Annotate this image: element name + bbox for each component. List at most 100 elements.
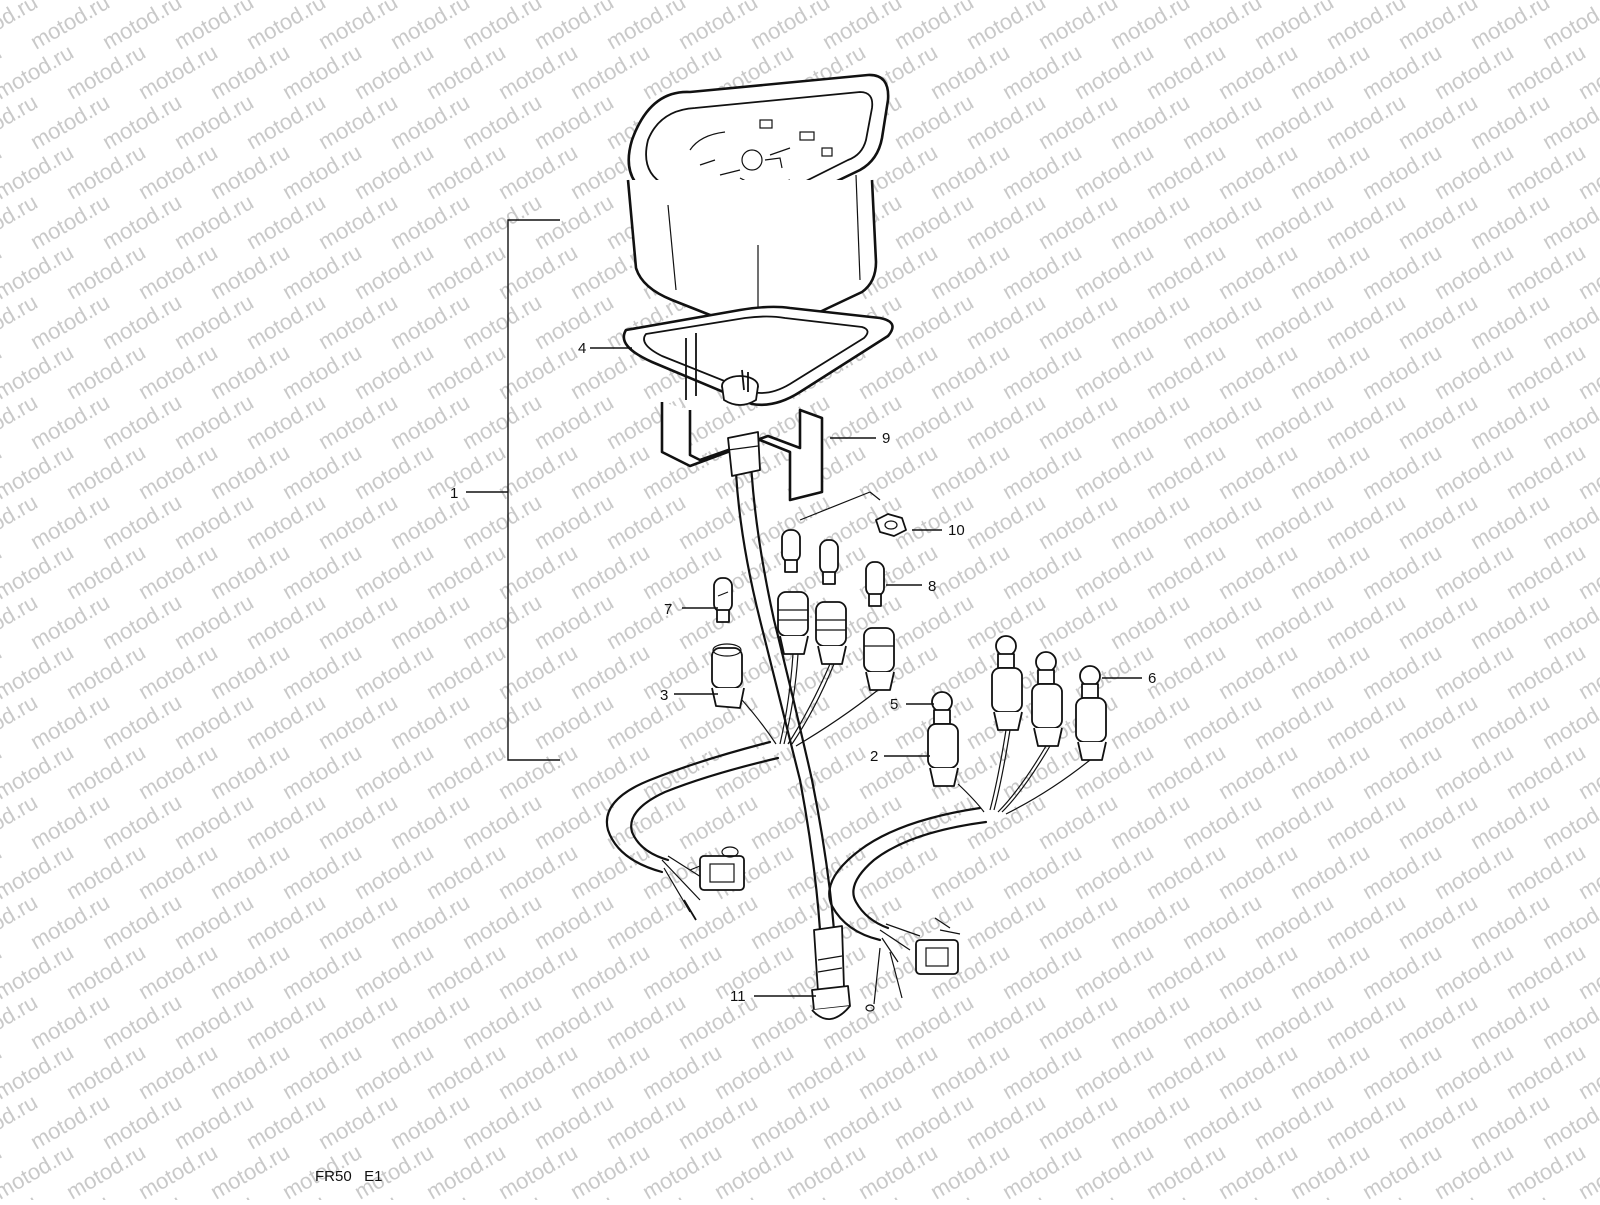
watermark-text: motod.ru — [242, 789, 330, 854]
watermark-text: motod.ru — [926, 39, 1014, 104]
watermark-text: motod.ru — [1322, 789, 1410, 854]
watermark-text: motod.ru — [674, 489, 762, 554]
watermark-text: motod.ru — [1214, 139, 1302, 204]
watermark-text: motod.ru — [62, 739, 150, 804]
watermark-text: motod.ru — [1574, 0, 1600, 4]
watermark-text: motod.ru — [1358, 1039, 1446, 1104]
watermark-text: motod.ru — [530, 889, 618, 954]
watermark-text: motod.ru — [1466, 889, 1554, 954]
watermark-text: motod.ru — [242, 989, 330, 1054]
watermark-text: motod.ru — [350, 139, 438, 204]
watermark-text: motod.ru — [206, 239, 294, 304]
watermark-text: motod.ru — [422, 39, 510, 104]
speedometer-cable — [727, 431, 851, 1020]
watermark-text: motod.ru — [1070, 439, 1158, 504]
watermark-text: motod.ru — [1106, 1089, 1194, 1154]
watermark-text: motod.ru — [242, 489, 330, 554]
callout-8: 8 — [928, 578, 936, 595]
watermark-text: motod.ru — [674, 989, 762, 1054]
callout-7: 7 — [664, 601, 672, 618]
socket-e — [1031, 651, 1063, 747]
watermark-text: motod.ru — [1502, 1139, 1590, 1200]
watermark-text: motod.ru — [1466, 789, 1554, 854]
watermark-text: motod.ru — [1070, 1139, 1158, 1200]
watermark-text: motod.ru — [566, 539, 654, 604]
watermark-text: motod.ru — [1466, 589, 1554, 654]
watermark-text: motod.ru — [494, 139, 582, 204]
watermark-text: motod.ru — [1358, 939, 1446, 1004]
watermark-text: motod.ru — [962, 789, 1050, 854]
watermark-text: motod.ru — [26, 1089, 114, 1154]
watermark-text: motod.ru — [1358, 139, 1446, 204]
watermark-text: motod.ru — [1214, 439, 1302, 504]
watermark-text: motod.ru — [926, 539, 1014, 604]
watermark-text: motod.ru — [458, 589, 546, 654]
watermark-text: motod.ru — [1250, 389, 1338, 454]
watermark-text: motod.ru — [494, 339, 582, 404]
watermark-text: motod.ru — [1502, 539, 1590, 604]
watermark-text: motod.ru — [530, 489, 618, 554]
watermark-text: motod.ru — [422, 639, 510, 704]
watermark-text: motod.ru — [170, 689, 258, 754]
watermark-text: motod.ru — [746, 1089, 834, 1154]
nut — [799, 491, 907, 537]
watermark-text: motod.ru — [530, 189, 618, 254]
watermark-text: motod.ru — [1250, 489, 1338, 554]
watermark-text: motod.ru — [530, 289, 618, 354]
socket-c — [863, 627, 895, 691]
watermark-text: motod.ru — [1034, 589, 1122, 654]
watermark-text: motod.ru — [998, 239, 1086, 304]
watermark-text: motod.ru — [638, 939, 726, 1004]
watermark-text: motod.ru — [1250, 989, 1338, 1054]
watermark-text: motod.ru — [1106, 189, 1194, 254]
watermark-text: motod.ru — [1034, 489, 1122, 554]
watermark-text: motod.ru — [350, 939, 438, 1004]
watermark-text: motod.ru — [1322, 689, 1410, 754]
watermark-text: motod.ru — [278, 39, 366, 104]
watermark-text: motod.ru — [1178, 889, 1266, 954]
callout-2: 2 — [870, 748, 878, 765]
watermark-text: motod.ru — [206, 439, 294, 504]
watermark-text: motod.ru — [638, 1039, 726, 1104]
watermark-text: motod.ru — [278, 539, 366, 604]
watermark-text: motod.ru — [134, 939, 222, 1004]
watermark-text: motod.ru — [530, 989, 618, 1054]
harness-left — [605, 740, 780, 921]
watermark-text: motod.ru — [1070, 339, 1158, 404]
watermark-text: motod.ru — [278, 839, 366, 904]
watermark-text: motod.ru — [710, 1139, 798, 1200]
watermark-text: motod.ru — [1250, 89, 1338, 154]
watermark-text: motod.ru — [854, 1139, 942, 1200]
watermark-text: motod.ru — [1358, 339, 1446, 404]
watermark-text: motod.ru — [962, 889, 1050, 954]
watermark-text: motod.ru — [674, 889, 762, 954]
watermark-text: motod.ru — [1070, 939, 1158, 1004]
watermark-text: motod.ru — [206, 539, 294, 604]
watermark-text: motod.ru — [458, 389, 546, 454]
watermark-text: motod.ru — [1214, 239, 1302, 304]
watermark-text: motod.ru — [314, 89, 402, 154]
watermark-text: motod.ru — [386, 89, 474, 154]
watermark-text: motod.ru — [170, 189, 258, 254]
watermark-text: motod.ru — [1142, 839, 1230, 904]
watermark-text: motod.ru — [530, 1089, 618, 1154]
watermark-text: motod.ru — [386, 1089, 474, 1154]
watermark-text: motod.ru — [1106, 789, 1194, 854]
watermark-text: motod.ru — [602, 689, 690, 754]
watermark-text: motod.ru — [998, 339, 1086, 404]
watermark-text: motod.ru — [1106, 89, 1194, 154]
watermark-text: motod.ru — [1394, 1089, 1482, 1154]
watermark-text: motod.ru — [818, 789, 906, 854]
callout-10: 10 — [948, 522, 965, 539]
watermark-text: motod.ru — [62, 839, 150, 904]
watermark-text: motod.ru — [350, 739, 438, 804]
bulb-8a — [781, 529, 801, 573]
watermark-text: motod.ru — [1502, 139, 1590, 204]
watermark-text: motod.ru — [962, 389, 1050, 454]
watermark-text: motod.ru — [1358, 39, 1446, 104]
watermark-text: motod.ru — [134, 39, 222, 104]
socket-b — [815, 601, 847, 665]
watermark-text: motod.ru — [206, 1039, 294, 1104]
watermark-text: motod.ru — [26, 189, 114, 254]
